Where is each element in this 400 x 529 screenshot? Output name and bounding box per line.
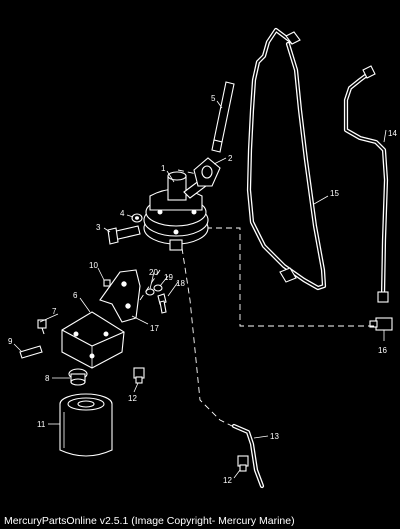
routing-dashed-lines — [139, 169, 376, 429]
callout-18: 18 — [176, 279, 185, 288]
washer-4 — [131, 213, 143, 223]
washer-19 — [153, 284, 163, 292]
fitting-12-upper — [133, 367, 145, 384]
screw-7 — [37, 319, 47, 335]
washer-20 — [145, 288, 155, 296]
callout-4: 4 — [120, 209, 125, 218]
callout-9: 9 — [8, 337, 13, 346]
callout-7: 7 — [52, 307, 57, 316]
callout-17: 17 — [150, 324, 159, 333]
callout-11: 11 — [37, 420, 46, 429]
callout-2: 2 — [228, 154, 233, 163]
screw-9 — [19, 345, 43, 359]
callout-12-lower: 12 — [223, 476, 232, 485]
callout-13: 13 — [270, 432, 279, 441]
screw-18 — [157, 293, 167, 314]
fitting-12-lower — [237, 455, 249, 472]
fuel-line-14 — [343, 65, 389, 303]
callout-19: 19 — [164, 273, 173, 282]
callout-16: 16 — [378, 346, 387, 355]
fuel-system-exploded-diagram: 1 2 3 4 5 6 7 8 9 10 11 12 12 13 14 15 1… — [8, 27, 397, 489]
callout-20: 20 — [149, 268, 158, 277]
callout-1: 1 — [161, 164, 166, 173]
image-caption: MercuryPartsOnline v2.5.1 (Image Copyrig… — [4, 515, 295, 527]
callout-8: 8 — [45, 374, 50, 383]
hose-5 — [211, 81, 235, 153]
callout-3: 3 — [96, 223, 101, 232]
part-callouts: 1 2 3 4 5 6 7 8 9 10 11 12 12 13 14 15 1… — [8, 94, 397, 485]
bracket-17 — [99, 269, 141, 323]
callout-5: 5 — [211, 94, 216, 103]
callout-10: 10 — [89, 261, 98, 270]
fitting-8 — [68, 368, 88, 386]
fitting-16 — [369, 317, 393, 341]
gasket-2 — [193, 157, 221, 187]
leader-lines — [13, 100, 387, 479]
screw-3 — [107, 225, 141, 245]
plug-10 — [103, 279, 111, 287]
callout-12-upper: 12 — [128, 394, 137, 403]
callout-15: 15 — [330, 189, 339, 198]
fuel-pump-1 — [143, 171, 209, 251]
fuel-line-13 — [231, 423, 265, 489]
callout-6: 6 — [73, 291, 78, 300]
fuel-line-15 — [246, 27, 327, 291]
callout-14: 14 — [388, 129, 397, 138]
fuel-filter-11 — [59, 393, 113, 457]
filter-adapter-6 — [61, 311, 125, 369]
